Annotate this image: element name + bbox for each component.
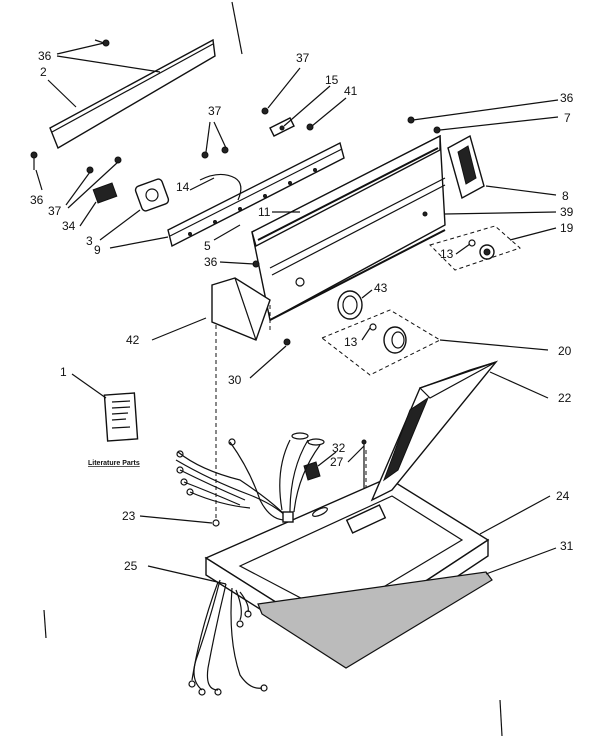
knob-group-20 [321,309,442,376]
callout-37a: 37 [48,204,62,218]
switch-32 [303,461,321,481]
screw-41 [306,123,314,131]
screw-37-c [221,146,229,154]
callout-36b: 36 [30,193,44,207]
callout-5: 5 [204,239,211,253]
callout-1: 1 [60,365,67,379]
rear-panel-2 [49,38,216,150]
callout-31: 31 [560,539,574,553]
callout-7: 7 [564,111,571,125]
callout-36c: 36 [204,255,218,269]
lens-11 [257,147,439,241]
callout-19: 19 [560,221,574,235]
callout-36a: 36 [38,49,52,63]
timer-3 [134,178,170,212]
harness-25 [188,579,268,696]
callout-37c: 37 [296,51,310,65]
callout-labels: 36 2 36 37 34 3 9 37 14 37 15 41 11 5 36… [30,49,574,573]
callout-22: 22 [558,391,572,405]
callout-41: 41 [344,84,358,98]
seal-31 [257,571,493,669]
screw-36-left [30,151,38,170]
callout-25: 25 [124,559,138,573]
callout-34: 34 [62,219,76,233]
callout-8: 8 [562,189,569,203]
callout-27: 27 [330,455,344,469]
callout-42: 42 [126,333,140,347]
knob-group-19 [429,225,521,271]
literature-pack [103,392,139,442]
screw-37-d [114,156,122,164]
callout-37b: 37 [208,104,222,118]
callout-23: 23 [122,509,136,523]
screw-30 [283,338,291,346]
bezel-43 [337,290,363,320]
callout-24: 24 [556,489,570,503]
end-cap-8 [447,134,485,200]
callout-2: 2 [40,65,47,79]
callout-14: 14 [176,180,190,194]
switch-34 [92,182,118,204]
callout-13a: 13 [440,247,454,261]
literature-parts-label: Literature Parts [88,460,140,467]
callout-39: 39 [560,205,574,219]
callout-3: 3 [86,234,93,248]
screw-37-b [201,151,209,159]
callout-32: 32 [332,441,346,455]
callout-9: 9 [94,243,101,257]
leader-lines [35,42,559,585]
callout-20: 20 [558,344,572,358]
callout-43: 43 [374,281,388,295]
end-cap-42 [211,277,271,341]
screw-37-a [261,107,269,115]
harness-top [175,432,325,523]
callout-30: 30 [228,373,242,387]
screw-36-top [94,39,110,47]
callout-36d: 36 [560,91,574,105]
control-bracket-9 [167,141,345,248]
wire-14 [199,173,242,201]
callout-15: 15 [325,73,339,87]
callout-11: 11 [258,205,271,219]
screw-7 [433,126,441,134]
door-22 [370,360,499,502]
callout-13b: 13 [344,335,358,349]
